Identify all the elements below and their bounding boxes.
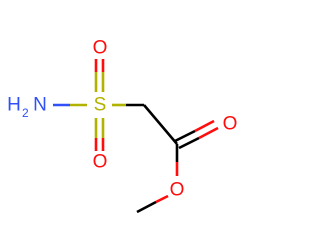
molecule-structure: O S O H 2 N O O: [7, 38, 238, 214]
amine-hydrogen: H: [7, 95, 21, 116]
bond-s-o-top: [94, 59, 105, 92]
atom-ester-oxygen: O: [170, 180, 185, 201]
atom-oxygen-top: O: [93, 38, 108, 59]
bond-s-o-bottom: [94, 118, 105, 151]
bond-carbonyl-double: [174, 119, 219, 150]
bond-ester-o-methyl: [136, 194, 169, 214]
atom-sulfur: S: [94, 95, 107, 116]
amine-subscript: 2: [22, 106, 29, 120]
atom-amine: H 2 N: [7, 95, 47, 121]
atom-carbonyl-oxygen: O: [223, 114, 238, 135]
amine-nitrogen: N: [33, 95, 47, 116]
atom-oxygen-bottom: O: [93, 152, 108, 173]
bond-ch2-carbonyl: [143, 104, 178, 145]
